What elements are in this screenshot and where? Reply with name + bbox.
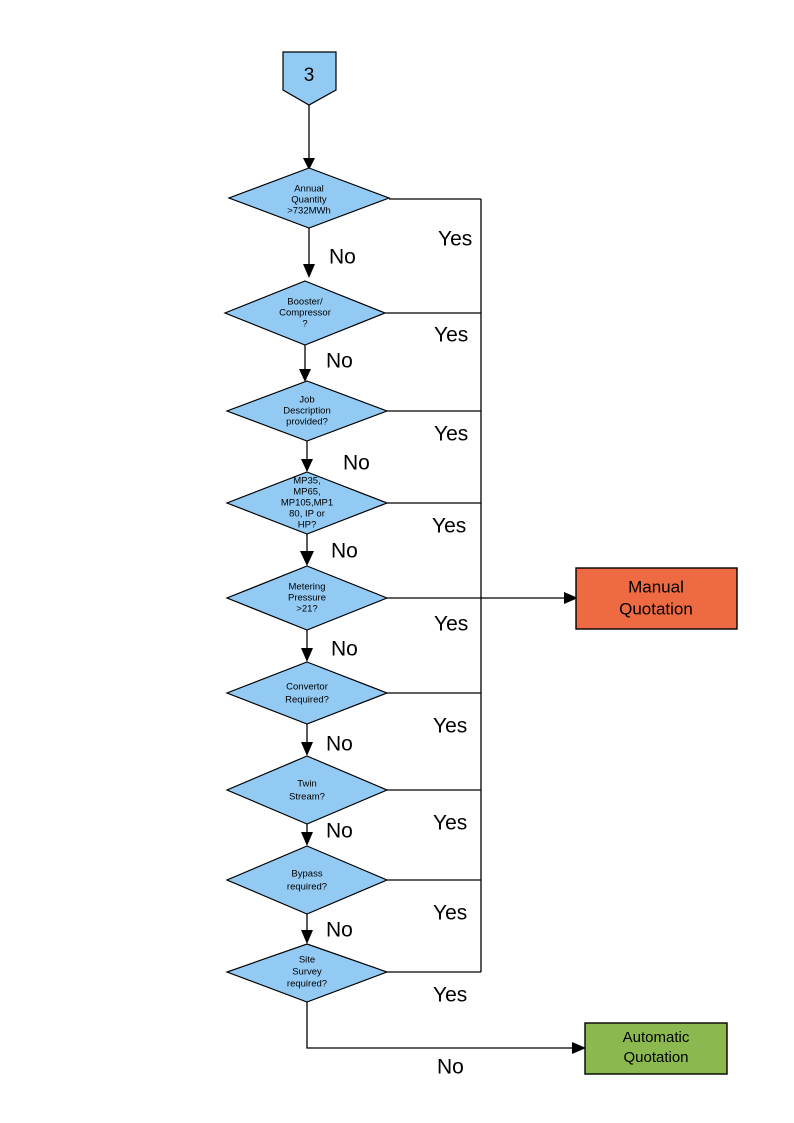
decision-line-3: MP105,MP1 (281, 498, 333, 509)
edge-connector-to-annual-quantity (303, 105, 315, 170)
decision-line-2: required? (287, 882, 327, 893)
edge-metering-pressure-yes-to-manual (387, 592, 578, 604)
automatic-quotation-line-1: Automatic (623, 1029, 690, 1046)
label-bypass-required-no: No (326, 919, 353, 942)
label-metering-pressure-no: No (331, 638, 358, 661)
automatic-quotation-box (584, 1022, 728, 1075)
manual-quotation-box (575, 567, 738, 630)
edge-convertor-required-no (301, 724, 313, 756)
label-job-description-no: No (343, 452, 370, 475)
decision-line-3: >732MWh (287, 206, 331, 217)
label-convertor-required-no: No (326, 733, 353, 756)
decision-line-3: provided? (286, 417, 328, 428)
label-annual-quantity-no: No (329, 246, 356, 269)
decision-line-2: Description (283, 406, 331, 417)
decision-line-2: Pressure (288, 593, 326, 604)
label-booster-compressor-yes: Yes (434, 324, 468, 347)
label-metering-pressure-yes: Yes (434, 613, 468, 636)
label-site-survey-yes: Yes (433, 984, 467, 1007)
decision-booster-compressor[interactable]: Booster/ Compressor ? (223, 280, 387, 346)
decision-line-1: Twin (297, 779, 317, 790)
decision-line-2: Compressor (279, 308, 331, 319)
decision-annual-quantity[interactable]: Annual Quantity >732MWh (227, 167, 391, 229)
decision-line-2: Stream? (289, 792, 325, 803)
label-site-survey-no: No (437, 1056, 464, 1079)
edge-twin-stream-no (301, 824, 313, 846)
decision-line-5: HP? (298, 520, 316, 531)
decision-line-3: ? (302, 319, 307, 330)
label-convertor-required-yes: Yes (433, 715, 467, 738)
decision-line-4: 80, IP or (289, 509, 325, 520)
terminal-automatic-quotation[interactable]: Automatic Quotation (584, 1022, 728, 1075)
label-mp-type-no: No (331, 540, 358, 563)
decision-shape (225, 755, 389, 825)
decision-bypass-required[interactable]: Bypass required? (225, 845, 389, 915)
connector-label: 3 (304, 65, 315, 86)
decision-convertor-required[interactable]: Convertor Required? (225, 661, 389, 725)
connector-node-3[interactable]: 3 (282, 51, 337, 106)
edge-job-description-no (301, 441, 313, 472)
decision-line-2: Quantity (291, 195, 327, 206)
edge-booster-compressor-no (299, 345, 311, 382)
decision-twin-stream[interactable]: Twin Stream? (225, 755, 389, 825)
decision-line-1: Bypass (291, 869, 322, 880)
edge-metering-pressure-no (301, 630, 313, 662)
edge-mp-type-no (300, 534, 314, 566)
label-job-description-yes: Yes (434, 423, 468, 446)
edge-annual-quantity-no (303, 228, 315, 278)
decision-shape (225, 661, 389, 725)
decision-metering-pressure[interactable]: Metering Pressure >21? (225, 565, 389, 631)
manual-quotation-line-1: Manual (628, 577, 684, 596)
label-twin-stream-yes: Yes (433, 812, 467, 835)
decision-line-1: Job (299, 395, 314, 406)
decision-line-2: MP65, (293, 487, 320, 498)
manual-quotation-line-2: Quotation (619, 599, 693, 618)
decision-line-1: Convertor (286, 682, 328, 693)
decision-line-3: required? (287, 979, 327, 990)
label-twin-stream-no: No (326, 820, 353, 843)
label-mp-type-yes: Yes (432, 515, 466, 538)
label-annual-quantity-yes: Yes (438, 228, 472, 251)
decision-line-1: Metering (289, 582, 326, 593)
decision-line-2: Survey (292, 967, 322, 978)
decision-job-description[interactable]: Job Description provided? (225, 380, 389, 442)
edge-site-survey-no-to-automatic (306, 1002, 586, 1054)
label-bypass-required-yes: Yes (433, 902, 467, 925)
label-booster-compressor-no: No (326, 350, 353, 373)
decision-line-3: >21? (296, 604, 317, 615)
decision-line-2: Required? (285, 695, 329, 706)
connector-shape (282, 51, 337, 106)
automatic-quotation-line-2: Quotation (623, 1049, 688, 1066)
decision-site-survey[interactable]: Site Survey required? (225, 943, 389, 1003)
decision-line-1: Site (299, 955, 315, 966)
decision-line-1: Annual (294, 184, 324, 195)
decision-line-1: MP35, (293, 476, 320, 487)
decision-line-1: Booster/ (287, 297, 323, 308)
decision-mp-type[interactable]: MP35, MP65, MP105,MP1 80, IP or HP? (225, 471, 389, 535)
decision-shape (225, 845, 389, 915)
edge-bypass-required-no (301, 914, 313, 944)
terminal-manual-quotation[interactable]: Manual Quotation (575, 567, 738, 630)
